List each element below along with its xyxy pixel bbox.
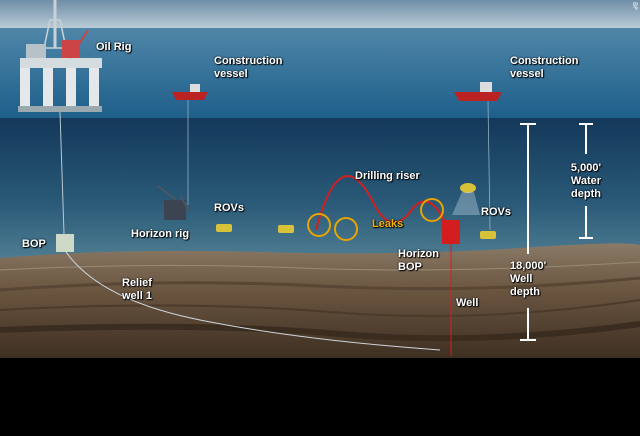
rov-light-beam: [452, 192, 480, 215]
horizon-bop: [442, 220, 460, 244]
label-line: Construction: [214, 55, 283, 67]
label-horizon-bop: Horizon BOP: [398, 248, 439, 274]
horizon-rig-wreck: [157, 185, 191, 220]
label-relief-well: Relief well 1: [122, 277, 152, 303]
label-leaks: Leaks: [372, 218, 404, 230]
leak-circle: [307, 213, 331, 237]
label-line: vessel: [214, 68, 248, 80]
well-depth-marker: [520, 123, 536, 341]
rov: [278, 225, 294, 233]
label-line: vessel: [510, 68, 544, 80]
label-line: Well: [510, 273, 533, 285]
label-construction-vessel-right: Construction vessel: [510, 55, 578, 81]
label-water-depth: 5,000' Water depth: [564, 162, 608, 201]
image-credit: BP: [631, 2, 638, 10]
relief-well-path: [65, 251, 441, 351]
label-well-depth: 18,000' Well depth: [510, 260, 546, 299]
construction-vessel-left: [172, 84, 208, 100]
label-line: 18,000': [510, 260, 547, 272]
oil-rig: [18, 0, 102, 112]
label-line: BOP: [398, 261, 422, 273]
label-oil-rig: Oil Rig: [96, 41, 132, 53]
label-line: depth: [510, 286, 540, 298]
sea-surface: [0, 28, 640, 118]
sky: [0, 0, 640, 28]
deep-water: [0, 118, 640, 260]
label-line: well 1: [122, 290, 152, 302]
label-rovs-left: ROVs: [214, 202, 244, 214]
label-bop: BOP: [22, 238, 46, 250]
label-drilling-riser: Drilling riser: [355, 170, 420, 182]
rig-riser: [59, 111, 65, 235]
label-line: 5,000': [570, 162, 602, 174]
label-well: Well: [456, 297, 479, 309]
leak-circle: [420, 198, 444, 222]
rov: [460, 183, 476, 193]
label-line: Horizon: [398, 248, 439, 260]
label-line: Construction: [510, 55, 579, 67]
label-construction-vessel-left: Construction vessel: [214, 55, 282, 81]
bop-relief: [56, 234, 74, 252]
rov: [216, 224, 232, 232]
label-line: Water: [570, 175, 602, 187]
label-line: depth: [571, 188, 601, 200]
bottom-band: [0, 358, 640, 436]
construction-vessel-right: [454, 82, 502, 101]
leak-circle: [334, 217, 358, 241]
label-line: Relief: [122, 277, 152, 289]
label-rovs-right: ROVs: [481, 206, 511, 218]
rov: [480, 231, 496, 239]
label-horizon-rig: Horizon rig: [131, 228, 190, 240]
water-depth-marker: [579, 123, 593, 239]
